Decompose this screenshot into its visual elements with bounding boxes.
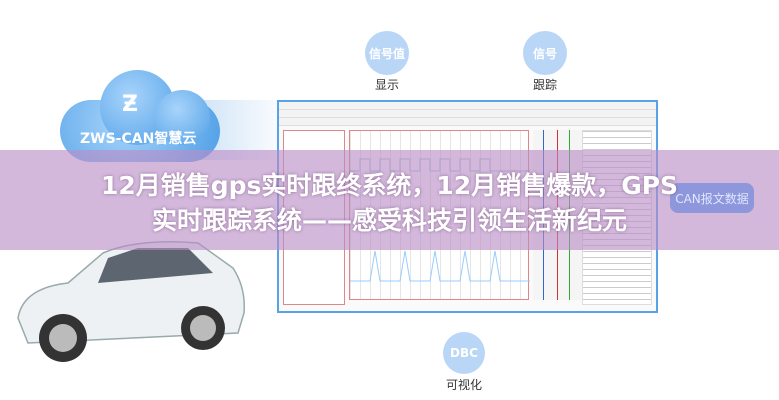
dbc-icon: DBC — [443, 332, 485, 374]
cloud-logo: Ƶ ZWS-CAN智慧云 — [60, 70, 220, 165]
feature-label-track: 跟踪 — [532, 78, 557, 92]
cloud-label: ZWS-CAN智慧云 — [80, 131, 197, 147]
headline-line-1: 12月销售gps实时跟终系统，12月销售爆款，GPS — [100, 171, 679, 200]
signal-icon: 信号 — [523, 31, 567, 75]
headline-line-2: 实时跟踪系统——感受科技引领生活新纪元 — [151, 206, 627, 235]
can-data-badge: CAN报文数据 — [670, 183, 754, 213]
feature-label-visualize: 可视化 — [445, 378, 482, 392]
feature-label-display: 显示 — [374, 78, 399, 92]
signal-value-icon: 信号值 — [365, 31, 409, 75]
headline-banner — [0, 150, 779, 250]
cloud-z-icon: Ƶ — [122, 92, 138, 117]
